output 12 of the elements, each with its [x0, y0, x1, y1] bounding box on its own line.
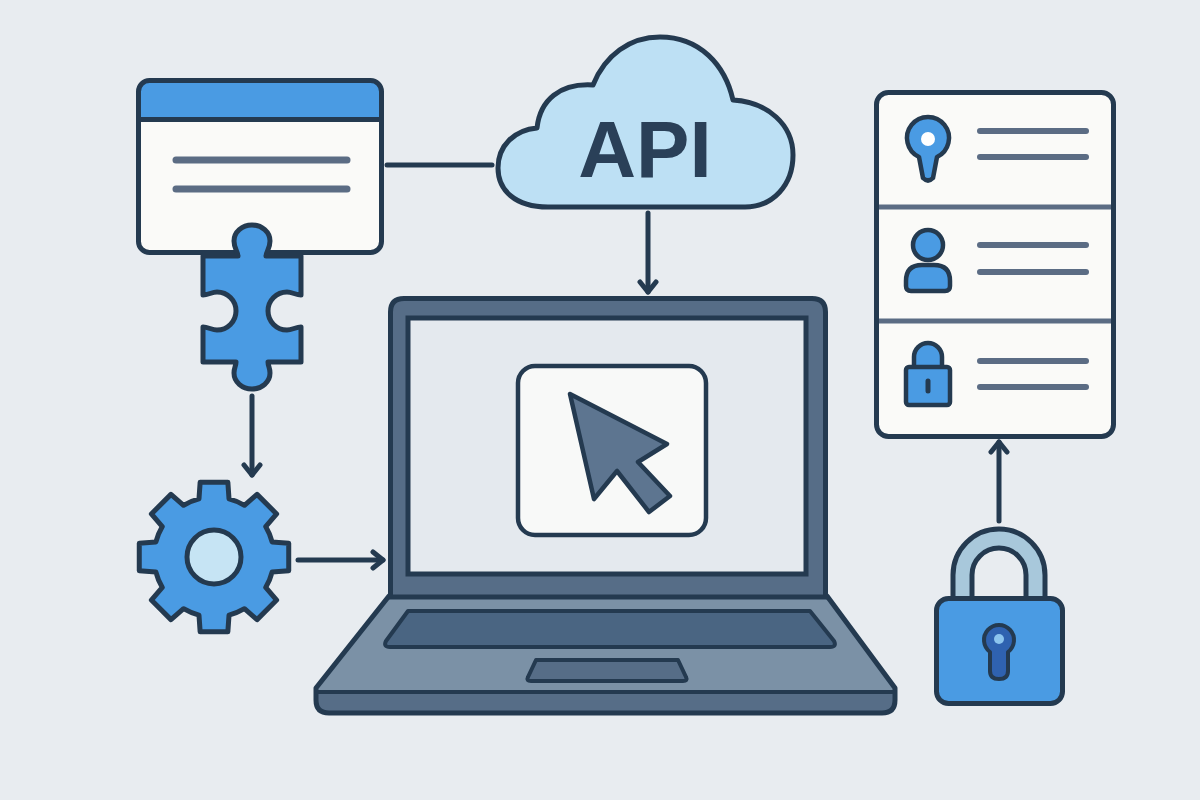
padlock-icon: [932, 524, 1066, 707]
arrow: [637, 210, 659, 295]
browser-window-icon: [136, 78, 384, 255]
cloud-shape: [495, 34, 796, 210]
arrow: [988, 439, 1010, 524]
arrow: [295, 549, 386, 571]
cloud-label: API: [578, 110, 712, 190]
laptop-icon: [313, 295, 898, 716]
connector-line: [384, 162, 495, 168]
list-panel: [874, 90, 1116, 439]
puzzle-piece-icon: [199, 222, 305, 393]
arrow: [241, 393, 263, 478]
